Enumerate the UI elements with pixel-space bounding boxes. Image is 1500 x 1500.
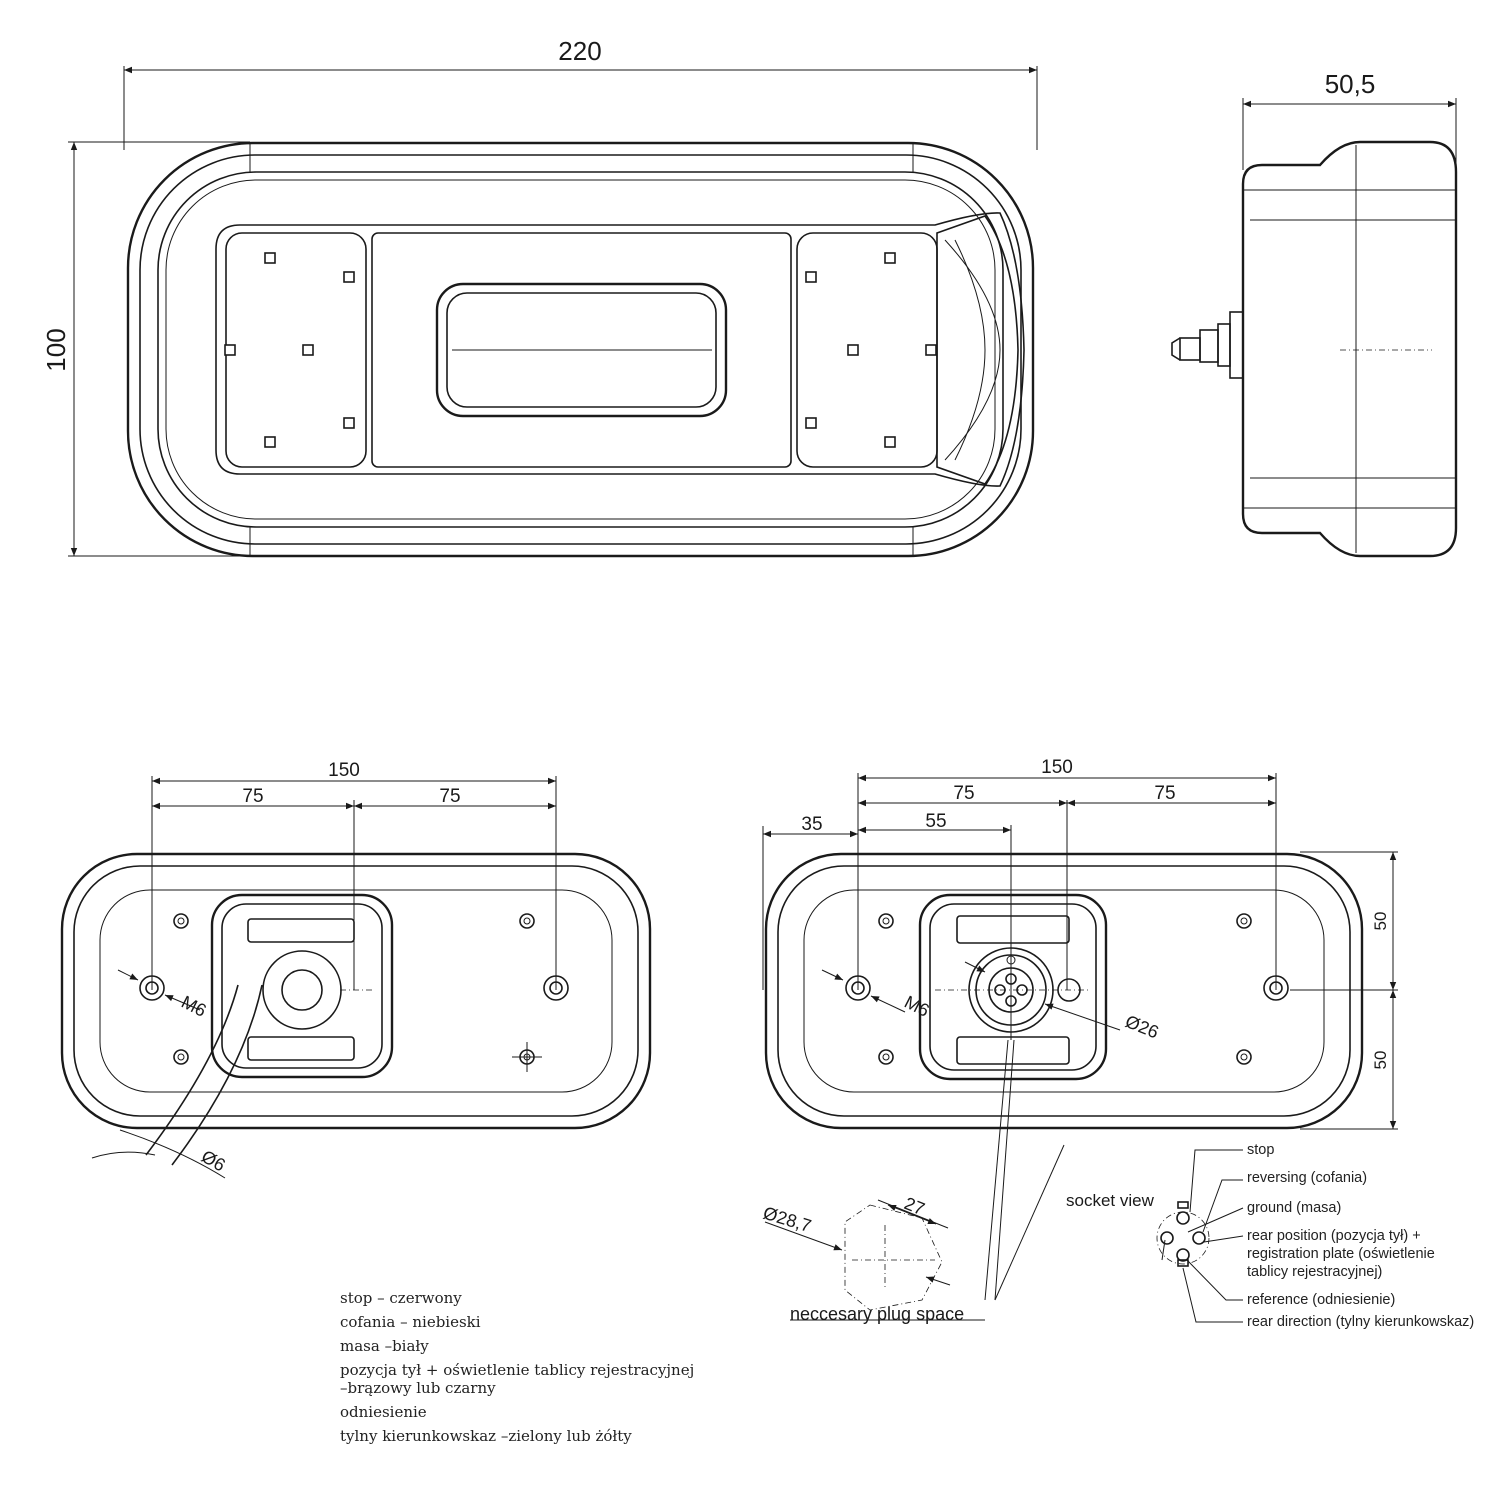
plug-space-label: neccesary plug space xyxy=(790,1304,964,1324)
front-width-dimension: 220 xyxy=(558,36,601,66)
cable-half-right-dimension: 75 xyxy=(439,786,460,807)
pin-label-registration-plate-cont: tablicy rejestracyjnej) xyxy=(1247,1264,1383,1280)
pin-label-rear-direction: rear direction (tylny kierunkowskaz) xyxy=(1247,1314,1475,1330)
legend-stop: stop – czerwony xyxy=(340,1289,462,1307)
cable-diameter-label: Ø6 xyxy=(198,1146,229,1175)
legend-rear-position-color: –brązowy lub czarny xyxy=(340,1379,496,1397)
pin-label-ground: ground (masa) xyxy=(1247,1200,1342,1216)
socket-offset-dimension: 55 xyxy=(925,811,946,832)
side-depth-dimension: 50,5 xyxy=(1325,69,1376,99)
side-view: 50,5 xyxy=(1171,69,1458,558)
pin-label-registration-plate: registration plate (oświetlenie xyxy=(1247,1246,1435,1262)
pin-label-reversing: reversing (cofania) xyxy=(1247,1170,1368,1186)
socket-half-left-dimension: 75 xyxy=(953,783,974,804)
pin-label-rear-position: rear position (pozycja tył) + xyxy=(1247,1228,1421,1244)
legend-reference: odniesienie xyxy=(340,1403,427,1421)
legend-rear-position: pozycja tył + oświetlenie tablicy rejest… xyxy=(340,1361,695,1379)
cable-span-dimension: 150 xyxy=(328,760,360,781)
pin-label-reference: reference (odniesienie) xyxy=(1247,1292,1396,1308)
socket-height-top-dimension: 50 xyxy=(1371,912,1390,931)
cable-half-left-dimension: 75 xyxy=(242,786,263,807)
socket-diameter-label: Ø26 xyxy=(1123,1011,1162,1042)
cable-bolt-label: M6 xyxy=(178,992,209,1021)
pin-label-stop: stop xyxy=(1247,1142,1275,1158)
legend-reversing: cofania – niebieski xyxy=(340,1313,481,1331)
plug-diameter-label: Ø28,7 xyxy=(761,1203,814,1236)
plug-flat-label: 27 xyxy=(902,1193,928,1219)
wire-color-legend: stop – czerwony cofania – niebieski masa… xyxy=(340,1289,694,1451)
front-height-dimension: 100 xyxy=(41,328,71,371)
socket-height-bottom-dimension: 50 xyxy=(1371,1051,1390,1070)
legend-ground: masa –biały xyxy=(340,1337,429,1355)
socket-bolt-label: M6 xyxy=(901,992,932,1021)
rear-view-cable: 150 75 75 M6 Ø6 xyxy=(60,760,652,1179)
socket-view-title: socket view xyxy=(1066,1191,1155,1210)
plug-outline: Ø28,7 27 neccesary plug space xyxy=(761,1193,985,1324)
legend-rear-direction: tylny kierunkowskaz –zielony lub żółty xyxy=(340,1427,632,1445)
socket-edge-offset-dimension: 35 xyxy=(801,814,822,835)
front-view: 220 100 xyxy=(41,36,1038,558)
socket-half-right-dimension: 75 xyxy=(1154,783,1175,804)
socket-view-diagram: socket view xyxy=(1066,1149,1244,1323)
socket-span-dimension: 150 xyxy=(1041,757,1073,778)
rear-view-socket: 150 75 75 35 55 50 50 Ø26 xyxy=(762,757,1398,1301)
